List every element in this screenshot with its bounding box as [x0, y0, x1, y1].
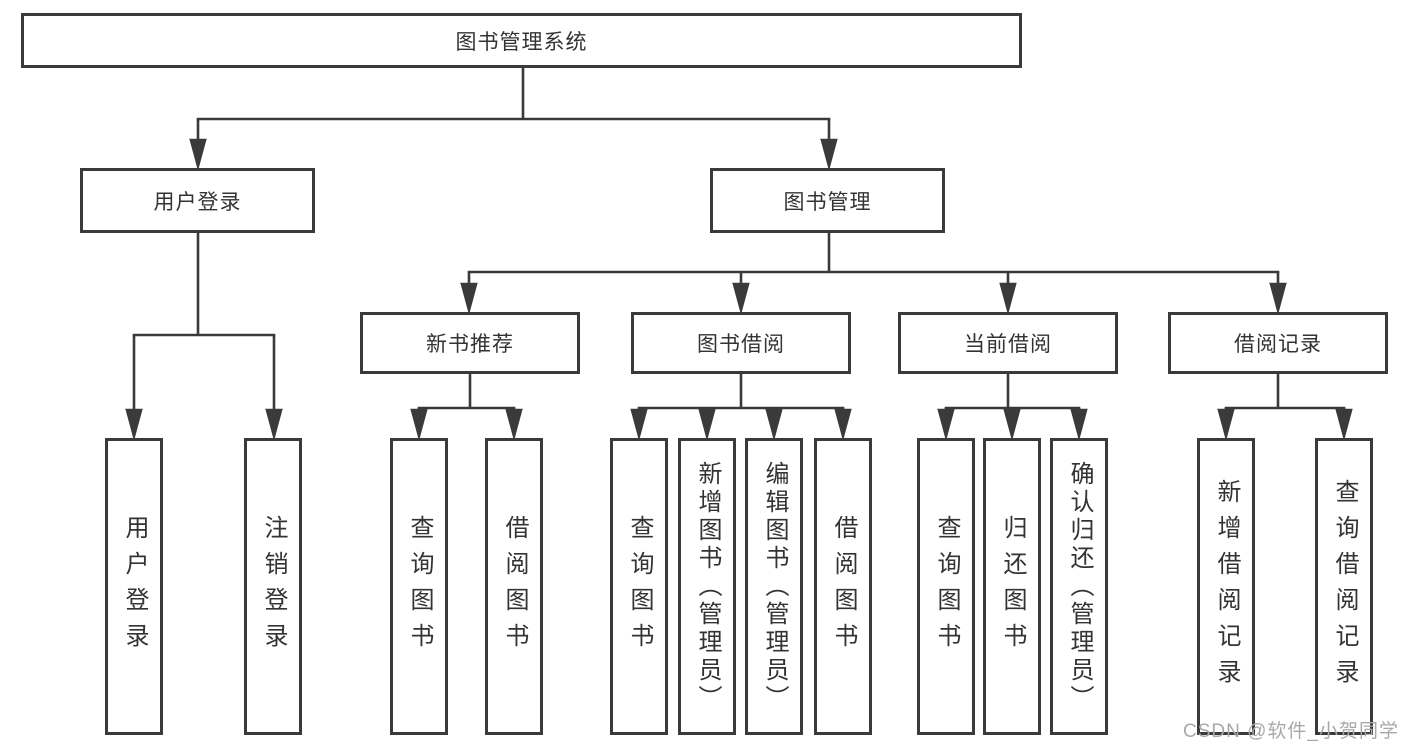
- node-label: 当前借阅: [964, 333, 1052, 356]
- node-label: 确认归还（管理员）: [1066, 460, 1093, 713]
- leaf-newbooks-query-books: 查询图书: [390, 438, 448, 735]
- node-book-borrowing: 图书借阅: [631, 312, 851, 374]
- node-label: 图书借阅: [697, 333, 785, 356]
- csdn-watermark: CSDN @软件_小贺同学: [1183, 721, 1399, 742]
- node-label: 用户登录: [153, 190, 242, 214]
- leaf-user-login: 用户登录: [105, 438, 163, 735]
- node-label: 查询图书: [626, 514, 653, 659]
- node-label: 新增借阅记录: [1213, 478, 1240, 695]
- node-current-borrowing: 当前借阅: [898, 312, 1118, 374]
- node-label: 新书推荐: [426, 333, 514, 356]
- leaf-records-add-borrow-record: 新增借阅记录: [1197, 438, 1255, 735]
- node-label: 查询图书: [406, 514, 433, 659]
- leaf-current-confirm-return-admin: 确认归还（管理员）: [1050, 438, 1108, 735]
- leaf-records-query-borrow-record: 查询借阅记录: [1315, 438, 1373, 735]
- node-label: 借阅图书: [501, 514, 528, 659]
- node-new-book-recommend: 新书推荐: [360, 312, 580, 374]
- node-label: 归还图书: [999, 514, 1026, 659]
- leaf-borrowing-edit-books-admin: 编辑图书（管理员）: [745, 438, 803, 735]
- leaf-borrowing-query-books: 查询图书: [610, 438, 668, 735]
- node-label: 借阅记录: [1234, 333, 1322, 356]
- leaf-current-query-books: 查询图书: [917, 438, 975, 735]
- node-label: 新增图书（管理员）: [694, 460, 721, 713]
- node-label: 图书管理: [783, 190, 872, 214]
- node-library-management-system: 图书管理系统: [21, 13, 1022, 68]
- node-label: 编辑图书（管理员）: [761, 460, 788, 713]
- node-book-management: 图书管理: [710, 168, 945, 233]
- node-user-login: 用户登录: [80, 168, 315, 233]
- leaf-borrowing-add-books-admin: 新增图书（管理员）: [678, 438, 736, 735]
- leaf-current-return-books: 归还图书: [983, 438, 1041, 735]
- node-label: 查询图书: [933, 514, 960, 659]
- leaf-newbooks-borrow-books: 借阅图书: [485, 438, 543, 735]
- node-borrow-records: 借阅记录: [1168, 312, 1388, 374]
- node-label: 图书管理系统: [455, 30, 588, 54]
- node-label: 注销登录: [260, 514, 287, 659]
- node-label: 借阅图书: [830, 514, 857, 659]
- node-label: 查询借阅记录: [1331, 478, 1358, 695]
- leaf-logout-login: 注销登录: [244, 438, 302, 735]
- node-label: 用户登录: [121, 514, 148, 659]
- leaf-borrowing-borrow-books: 借阅图书: [814, 438, 872, 735]
